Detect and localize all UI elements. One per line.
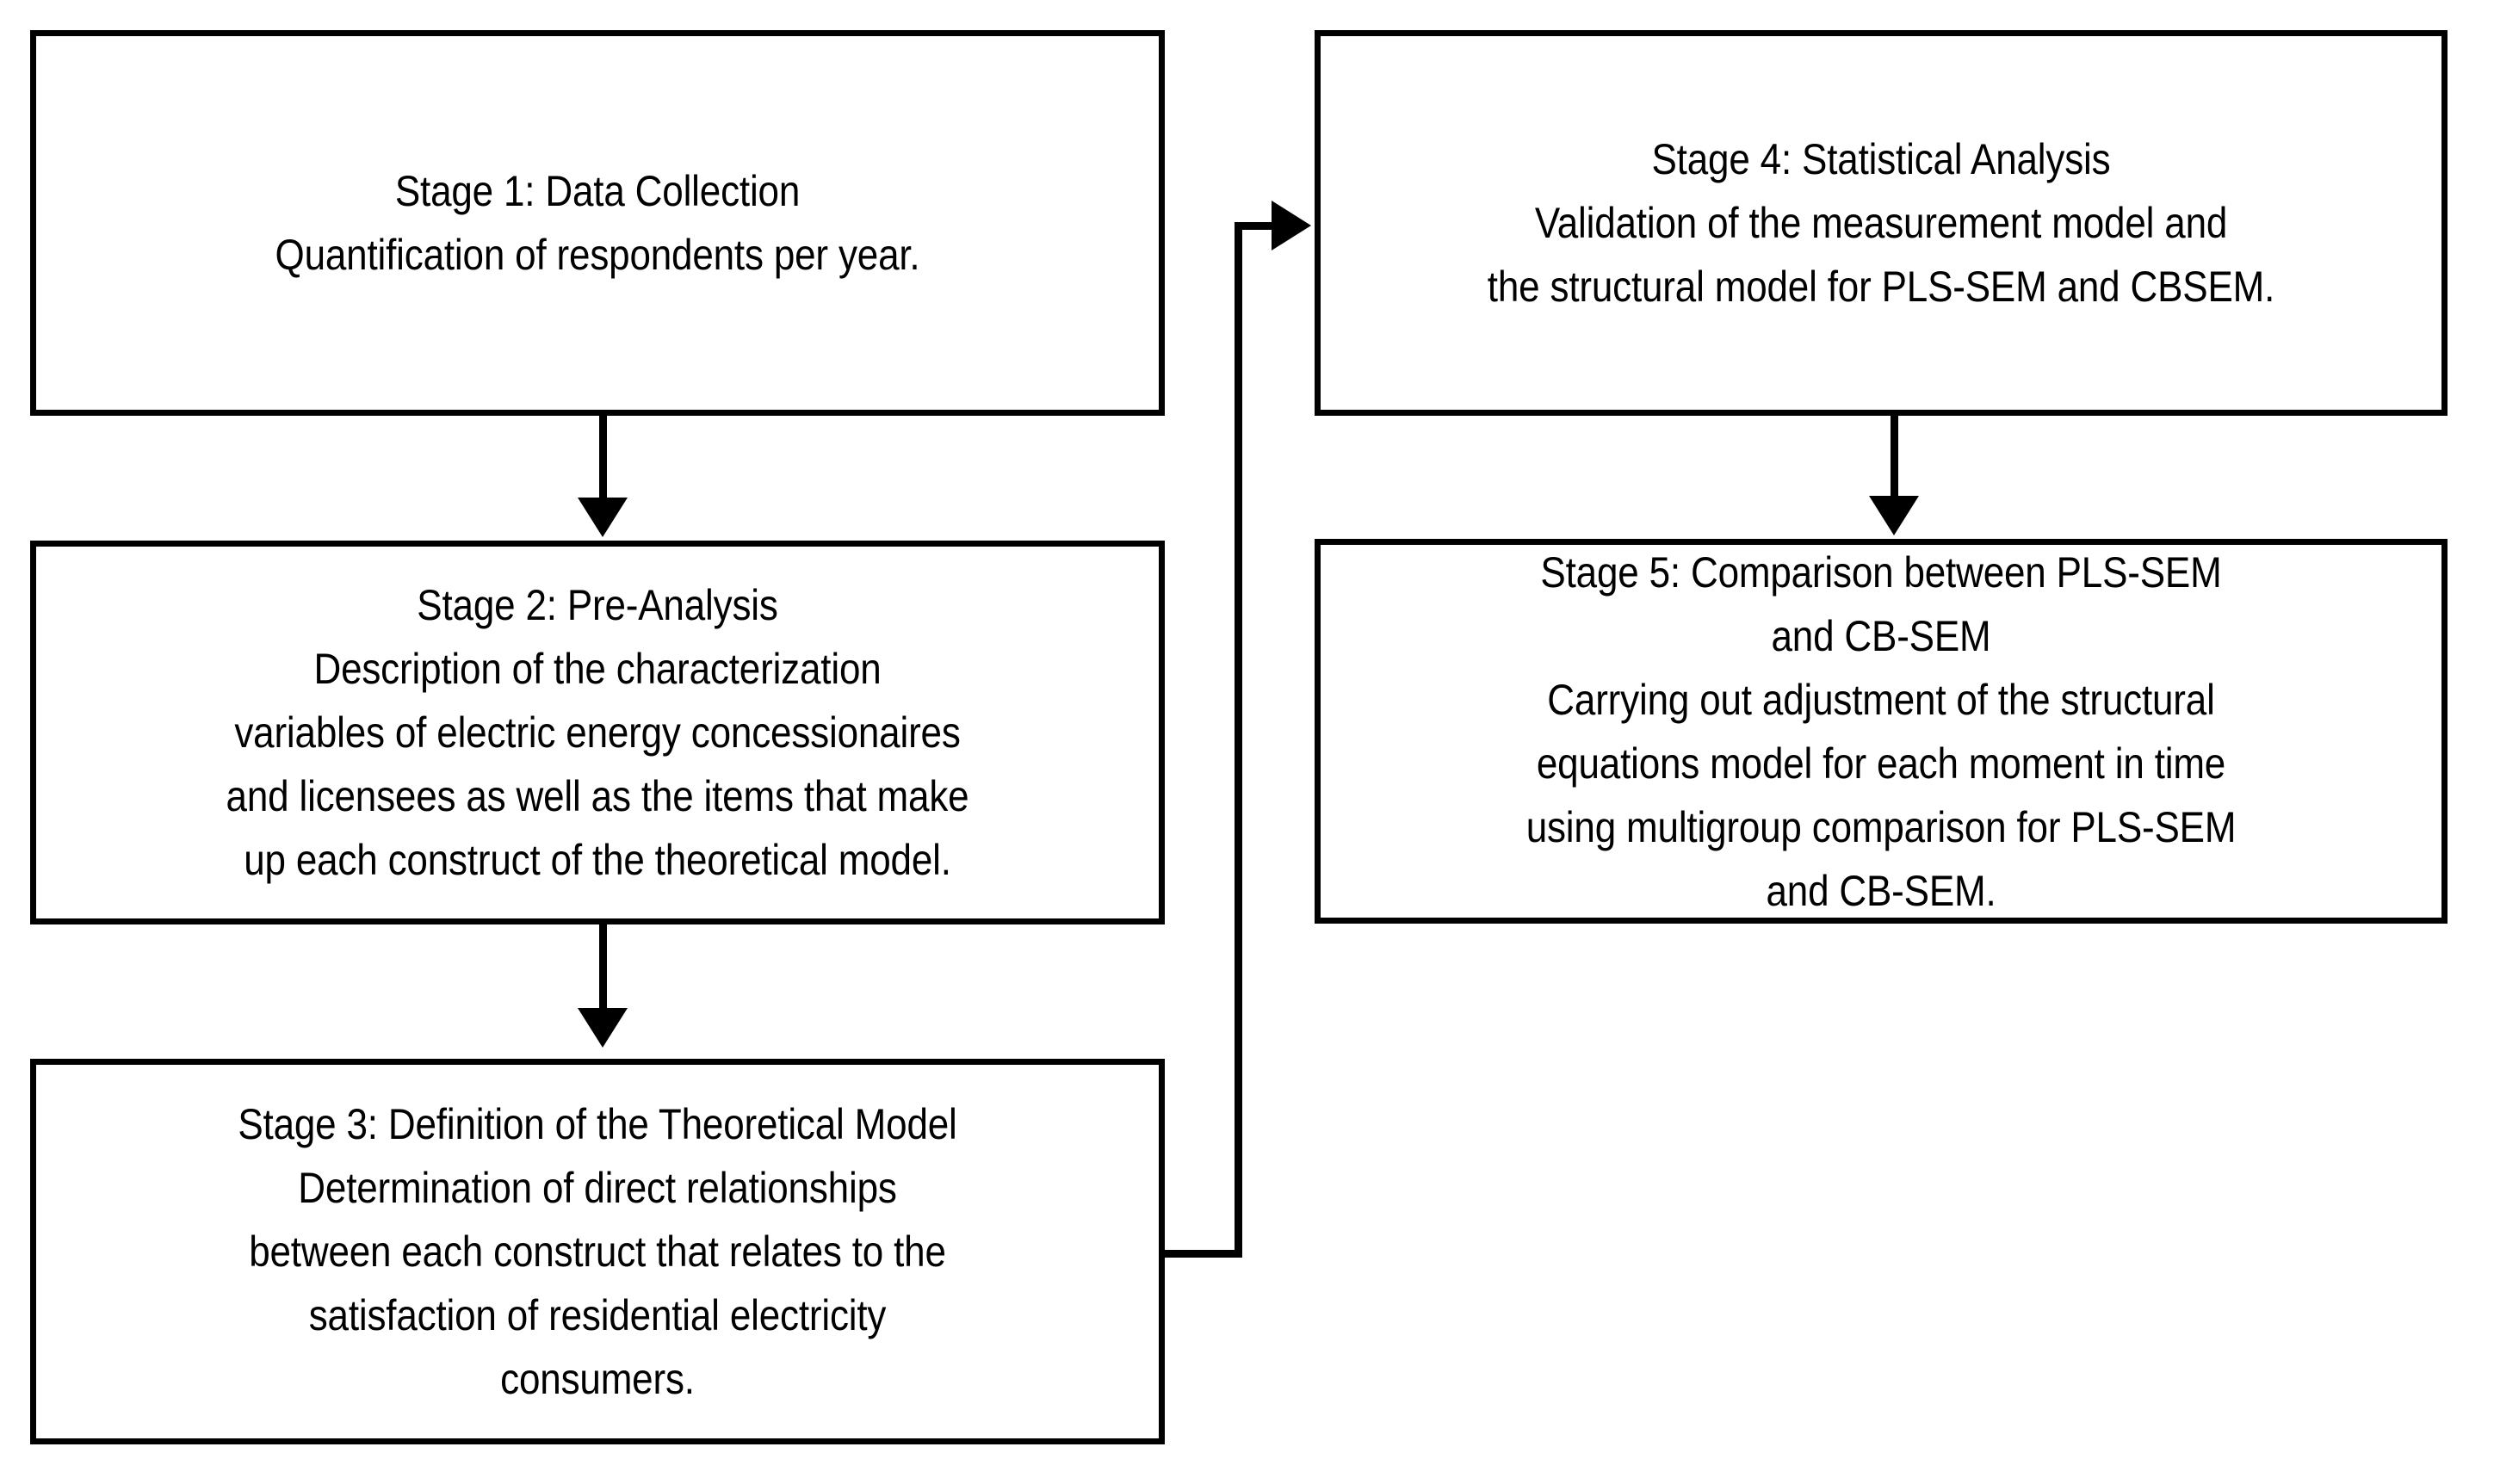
- arrow-right-icon: [1272, 201, 1311, 250]
- node-text-line: and CB-SEM: [1771, 611, 1991, 660]
- node-text-line: Stage 1: Data Collection: [394, 167, 801, 215]
- node-text-line: using multigroup comparison for PLS-SEM: [1525, 802, 2237, 851]
- node-text-line: variables of electric energy concessiona…: [234, 708, 961, 757]
- node-text-line: up each construct of the theoretical mod…: [244, 836, 951, 884]
- node-text-line: consumers.: [500, 1355, 695, 1403]
- flowchart-node-stage-5[interactable]: Stage 5: Comparison between PLS-SEM and …: [1315, 539, 2448, 924]
- connector-stage1-to-stage2-line: [599, 416, 607, 502]
- node-text-line: Description of the characterization: [313, 645, 882, 693]
- node-text-line: Stage 4: Statistical Analysis: [1651, 135, 2111, 183]
- arrow-down-icon: [578, 498, 628, 537]
- arrow-down-icon: [1869, 496, 1919, 535]
- node-text-line: between each construct that relates to t…: [249, 1227, 946, 1276]
- connector-stage3-to-stage4-segment-vertical: [1235, 222, 1242, 1258]
- node-text-line: Stage 5: Comparison between PLS-SEM: [1540, 547, 2222, 597]
- flowchart-node-stage-1[interactable]: Stage 1: Data Collection Quantification …: [30, 30, 1165, 416]
- node-text-line: the structural model for PLS-SEM and CBS…: [1487, 263, 2275, 311]
- connector-stage4-to-stage5-line: [1891, 416, 1898, 500]
- node-text-line: and CB-SEM.: [1766, 866, 1996, 915]
- flowchart-node-stage-4[interactable]: Stage 4: Statistical Analysis Validation…: [1315, 30, 2448, 416]
- node-text-line: Stage 3: Definition of the Theoretical M…: [238, 1100, 957, 1148]
- node-text-line: Quantification of respondents per year.: [275, 231, 920, 279]
- connector-stage3-to-stage4-segment-horizontal-upper: [1235, 222, 1278, 230]
- connector-stage3-to-stage4-segment-horizontal-lower: [1165, 1250, 1241, 1258]
- node-text-line: Stage 2: Pre-Analysis: [417, 581, 778, 629]
- connector-stage2-to-stage3-line: [599, 924, 607, 1012]
- node-text-line: Determination of direct relationships: [298, 1164, 897, 1212]
- node-text-line: Carrying out adjustment of the structura…: [1547, 675, 2215, 724]
- node-text-line: Validation of the measurement model and: [1534, 199, 2228, 247]
- arrow-down-icon: [578, 1008, 628, 1048]
- flowchart-node-stage-3[interactable]: Stage 3: Definition of the Theoretical M…: [30, 1059, 1165, 1444]
- flowchart-node-stage-2[interactable]: Stage 2: Pre-Analysis Description of the…: [30, 541, 1165, 924]
- node-text-line: and licensees as well as the items that …: [226, 772, 969, 820]
- node-text-line: equations model for each moment in time: [1536, 739, 2226, 788]
- node-text-line: satisfaction of residential electricity: [308, 1291, 887, 1339]
